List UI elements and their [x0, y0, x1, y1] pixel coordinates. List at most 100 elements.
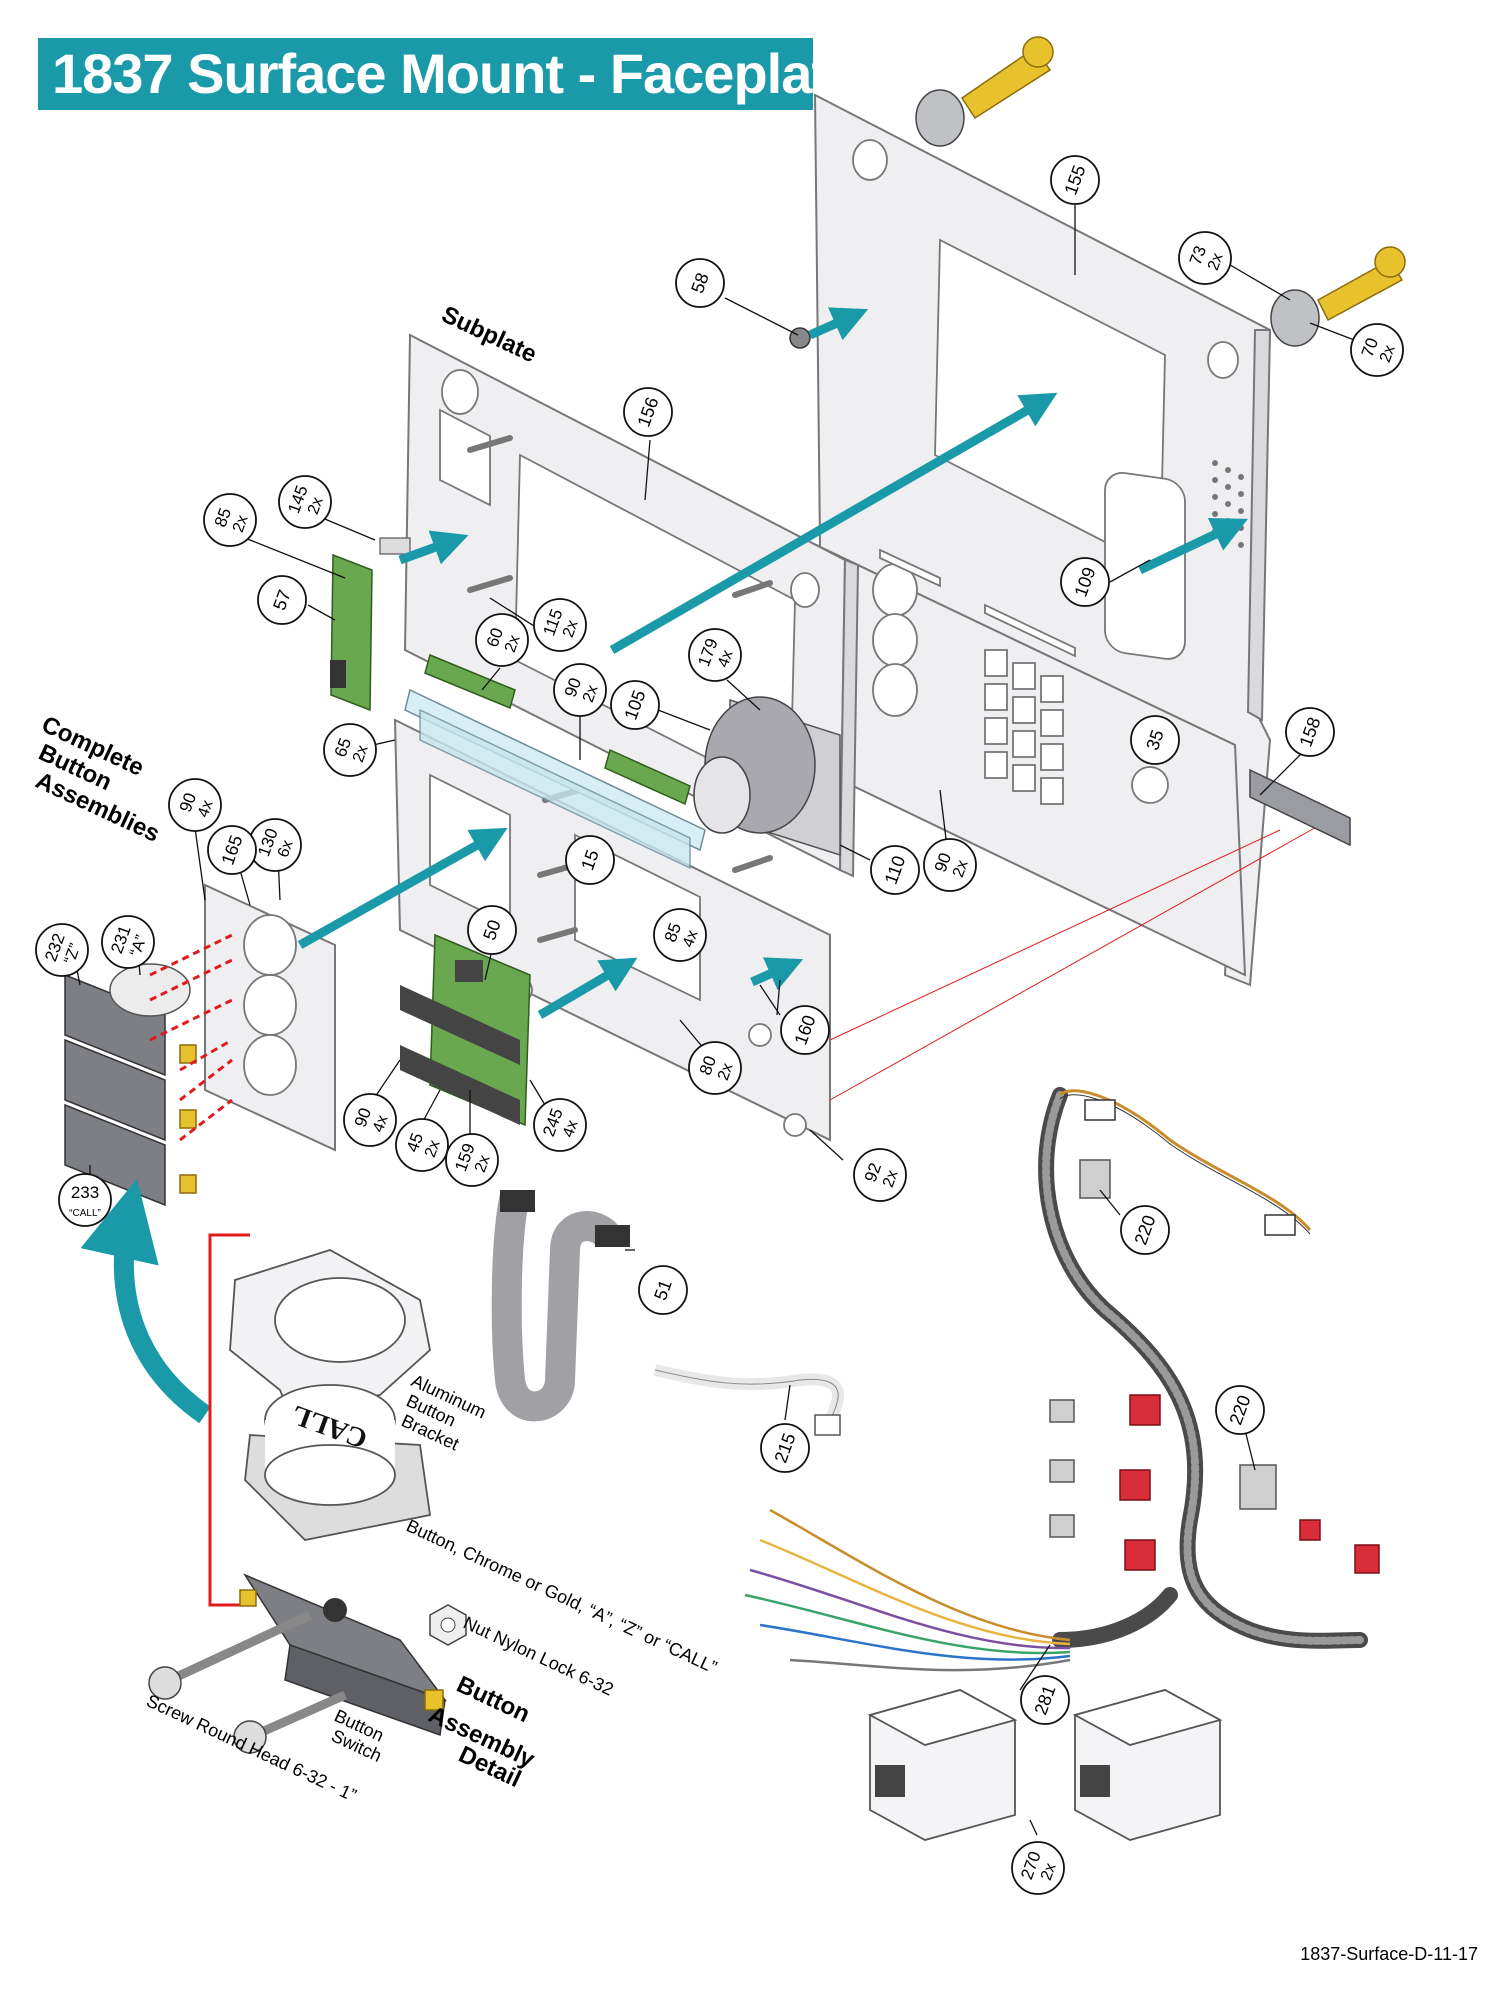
callout-quantity: 6x	[275, 838, 297, 860]
callout-quantity: 4x	[560, 1118, 582, 1140]
callout-circle	[1120, 1205, 1170, 1255]
callout-layer: 15558732x702x1561452x852x57602x1152x1794…	[35, 155, 1404, 1895]
screws	[148, 1610, 347, 1754]
callout-quantity: 2x	[1205, 251, 1227, 273]
callout-quantity: 4x	[715, 648, 737, 670]
nylon-lock-nut	[429, 1604, 467, 1646]
complete-button-assemblies-label: Complete Button Assemblies	[31, 711, 163, 848]
callout-quantity: 2x	[350, 743, 372, 765]
callout-circle	[1020, 1675, 1070, 1725]
callout-circle	[923, 838, 977, 892]
callout-quantity: 2x	[560, 618, 582, 640]
callout-circle	[323, 723, 377, 777]
callout-circle	[35, 923, 89, 977]
cable-215	[653, 1364, 845, 1436]
callout-circle	[780, 1005, 830, 1055]
callout-57: 57	[257, 575, 307, 625]
callout-circle	[1011, 1841, 1065, 1895]
callout-circle	[395, 1118, 449, 1172]
callout-number: 233	[71, 1183, 99, 1202]
callout-circle	[203, 493, 257, 547]
callout-233: 233 “CALL”	[58, 1173, 112, 1227]
ribbon-cable-51	[491, 1190, 630, 1422]
callout-220: 220	[1120, 1205, 1170, 1255]
callout-220: 220	[1215, 1385, 1265, 1435]
callout-35: 35	[1130, 715, 1180, 765]
callout-circle	[1350, 323, 1404, 377]
callout-circle	[533, 1098, 587, 1152]
speaker-105	[693, 696, 841, 857]
callout-circle	[1215, 1385, 1265, 1435]
callout-281: 281	[1020, 1675, 1070, 1725]
aluminum-bracket	[229, 1249, 431, 1441]
button-assemblies	[64, 963, 197, 1207]
callout-quantity: 2x	[1038, 1861, 1060, 1883]
camera-pcb-50	[400, 933, 531, 1127]
alignment-lines	[149, 824, 1321, 1142]
callout-circle	[638, 1265, 688, 1315]
callout-51: 51	[638, 1265, 688, 1315]
callout-circle	[168, 778, 222, 832]
pcb-60-left	[424, 653, 516, 710]
wire-harness-281	[744, 1087, 1380, 1672]
button-label: Button, Chrome or Gold, “A”, “Z” or “CAL…	[403, 1515, 720, 1677]
assembly-arrows	[297, 307, 1249, 1019]
clear-bracket-15	[404, 688, 706, 870]
lock-70-right	[1270, 246, 1406, 347]
callout-circle	[1060, 557, 1110, 607]
callout-165: 165	[207, 825, 257, 875]
callout-110: 110	[870, 845, 920, 895]
callout-circle	[675, 258, 725, 308]
keypad-openings	[984, 649, 1064, 805]
callout-circle	[1050, 155, 1100, 205]
footer-code: 1837-Surface-D-11-17	[1300, 1944, 1478, 1964]
callout-58: 58	[675, 258, 725, 308]
callout-quantity: “CALL”	[69, 1208, 101, 1219]
callout-circle	[101, 915, 155, 969]
callout-circle	[870, 845, 920, 895]
callout-quantity: 4x	[370, 1113, 392, 1135]
callout-158: 158	[1285, 707, 1335, 757]
callout-quantity: 2x	[422, 1138, 444, 1160]
callout-circle	[1178, 231, 1232, 285]
detail-descriptions: Aluminum Button Bracket Button, Chrome o…	[143, 1370, 720, 1805]
callout-circle	[1130, 715, 1180, 765]
callout-circle	[475, 613, 529, 667]
page-title: 1837 Surface Mount - Faceplate	[38, 38, 860, 110]
washer-58	[789, 327, 811, 349]
bracket-158	[1249, 768, 1351, 847]
callout-215: 215	[760, 1423, 810, 1473]
callout-155: 155	[1050, 155, 1100, 205]
callout-quantity: 2x	[305, 495, 327, 517]
callout-quantity: “Z”	[61, 941, 84, 966]
callout-quantity: 2x	[1377, 343, 1399, 365]
callout-circle	[760, 1423, 810, 1473]
callout-15: 15	[565, 835, 615, 885]
callout-circle	[610, 680, 660, 730]
callout-160: 160	[780, 1005, 830, 1055]
callout-quantity: 4x	[195, 798, 217, 820]
call-button: CALL	[244, 1384, 432, 1541]
faceplate-155	[788, 93, 1272, 987]
callout-231: 231“A”	[101, 915, 155, 969]
callout-105: 105	[610, 680, 660, 730]
callout-quantity: “A”	[127, 933, 150, 959]
ferrite-cores-270	[867, 1689, 1223, 1841]
callout-circle	[58, 1173, 112, 1227]
callout-50: 50	[467, 905, 517, 955]
